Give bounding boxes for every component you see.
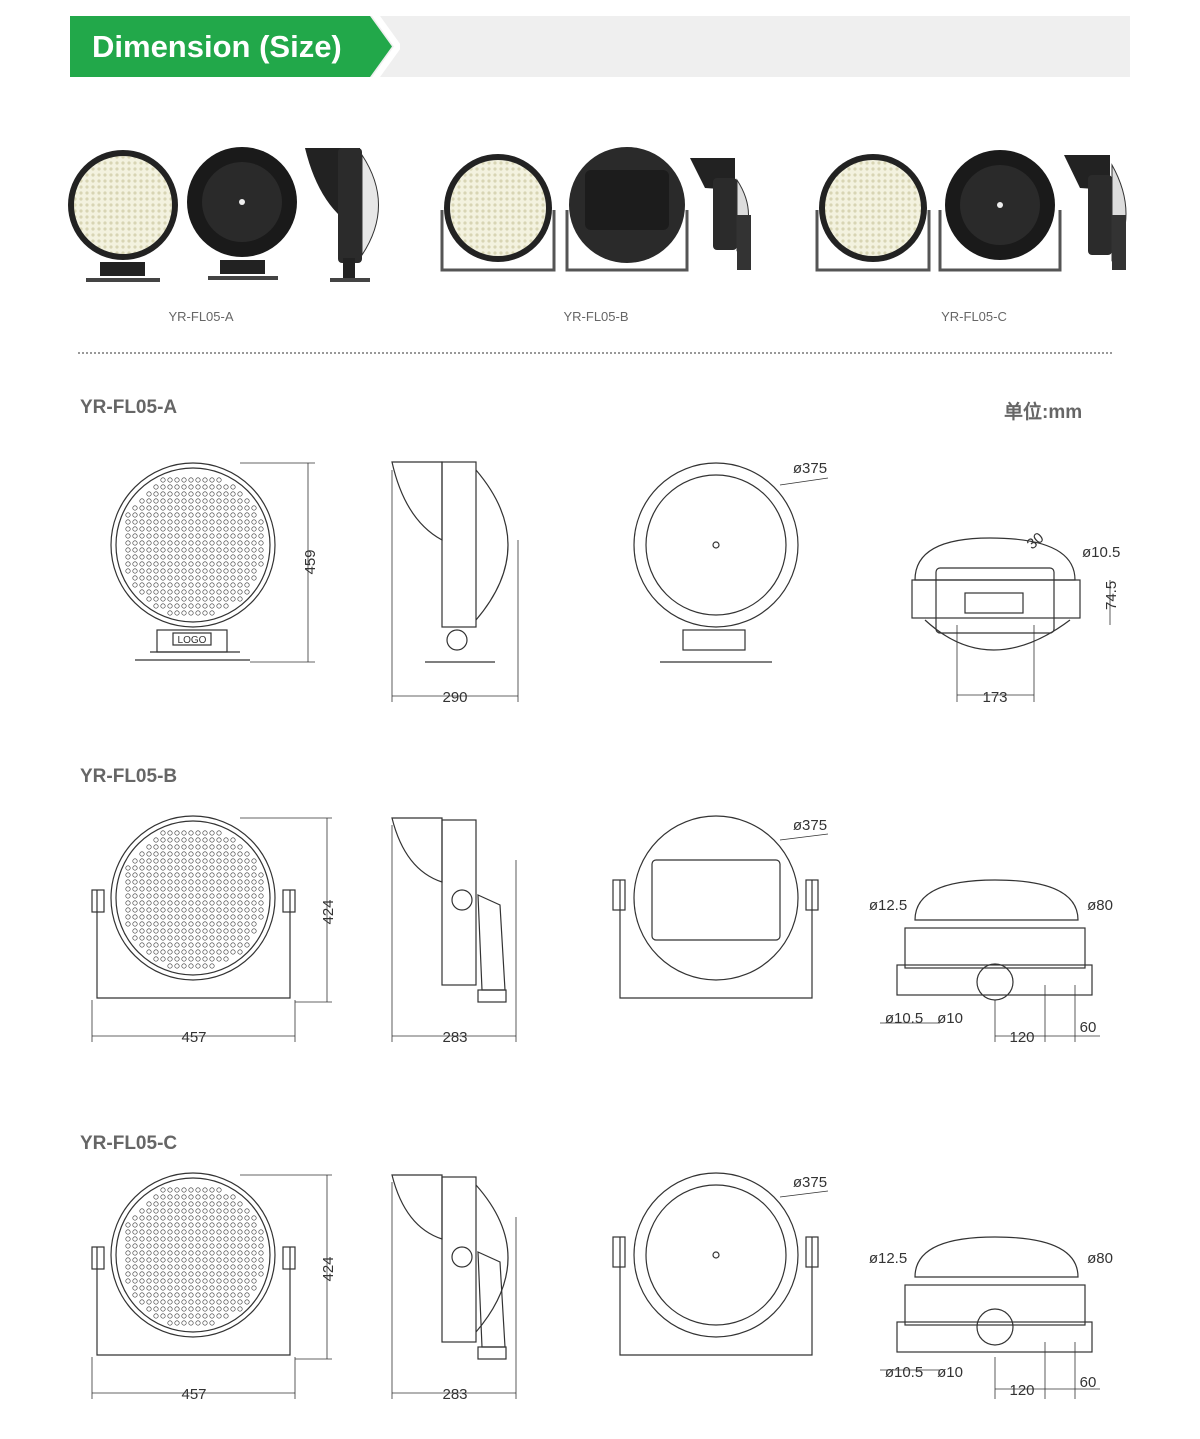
c-bottom-view xyxy=(880,1236,1100,1399)
c-front-view xyxy=(91,1172,332,1399)
dim-c-height: 424 xyxy=(320,1256,337,1281)
photo-caption-c: YR-FL05-C xyxy=(941,309,1007,324)
b-back-view xyxy=(612,815,829,999)
photo-b-front xyxy=(440,154,556,272)
dim-b-hole-b: ø10 xyxy=(937,1010,963,1027)
c-side-view xyxy=(391,1174,517,1399)
dim-a-depth: 290 xyxy=(442,689,467,706)
dim-b-hole-a: ø10.5 xyxy=(885,1010,923,1027)
dim-b-dist-b: 60 xyxy=(1080,1019,1097,1036)
drawings-a: LOGO 459 290 ø375 xyxy=(110,460,1120,706)
header-green-arrow xyxy=(70,16,400,77)
photo-b-side xyxy=(690,158,751,270)
dim-c-hole-a: ø10.5 xyxy=(885,1364,923,1381)
dim-a-spacing-v: 74.5 xyxy=(1103,581,1120,610)
dim-b-height: 424 xyxy=(320,899,337,924)
dim-b-diameter: ø375 xyxy=(793,817,827,834)
section-title-a: YR-FL05-A xyxy=(80,397,178,418)
dim-b-width: 457 xyxy=(181,1029,206,1046)
photo-a-side xyxy=(305,148,379,282)
section-title-b: YR-FL05-B xyxy=(80,766,178,787)
dim-c-hole-top: ø12.5 xyxy=(869,1250,907,1267)
dim-b-circle: ø80 xyxy=(1087,897,1113,914)
dim-a-hole: ø10.5 xyxy=(1082,544,1120,561)
b-bottom-view xyxy=(880,879,1100,1042)
drawings-b: 457 424 283 ø375 ø12.5 ø80 ø10.5 ø10 120… xyxy=(91,815,1113,1046)
photo-a-back xyxy=(187,147,297,280)
dim-a-spacing-h: 173 xyxy=(982,689,1007,706)
dim-c-diameter: ø375 xyxy=(793,1174,827,1191)
c-back-view xyxy=(612,1172,829,1356)
photo-a-front xyxy=(68,150,178,282)
a-front-view: LOGO xyxy=(110,462,315,663)
page-title: Dimension (Size) xyxy=(92,29,342,64)
section-header-bar: Dimension (Size) xyxy=(70,16,1130,77)
a-bottom-view xyxy=(911,537,1111,702)
dotted-divider xyxy=(78,352,1112,354)
section-title-c: YR-FL05-C xyxy=(80,1133,178,1154)
dim-c-dist-a: 120 xyxy=(1009,1382,1034,1399)
dim-c-depth: 283 xyxy=(442,1386,467,1403)
photo-caption-a: YR-FL05-A xyxy=(168,309,234,324)
photo-b-back xyxy=(565,147,689,272)
unit-label: 单位:mm xyxy=(1004,402,1083,423)
dim-b-hole-top: ø12.5 xyxy=(869,897,907,914)
dim-a-slot: 30 xyxy=(1024,529,1048,553)
photo-caption-b: YR-FL05-B xyxy=(563,309,629,324)
dim-c-circle: ø80 xyxy=(1087,1250,1113,1267)
dim-c-dist-b: 60 xyxy=(1080,1374,1097,1391)
drawings-c: 457 424 283 ø375 ø12.5 ø80 ø10.5 ø10 1 xyxy=(91,1172,1113,1403)
a-back-view xyxy=(633,462,829,663)
dim-c-width: 457 xyxy=(181,1386,206,1403)
product-photos xyxy=(68,147,1127,282)
b-side-view xyxy=(391,817,517,1042)
b-front-view xyxy=(91,815,332,1042)
dim-b-dist-a: 120 xyxy=(1009,1029,1034,1046)
dim-c-hole-b: ø10 xyxy=(937,1364,963,1381)
dim-a-diameter: ø375 xyxy=(793,460,827,477)
dim-a-height: 459 xyxy=(302,549,319,574)
logo-label: LOGO xyxy=(178,635,207,646)
dim-b-depth: 283 xyxy=(442,1029,467,1046)
photo-c-side xyxy=(1064,155,1127,270)
photo-c-back xyxy=(938,150,1062,272)
a-side-view xyxy=(391,461,519,702)
photo-c-front xyxy=(815,154,931,272)
